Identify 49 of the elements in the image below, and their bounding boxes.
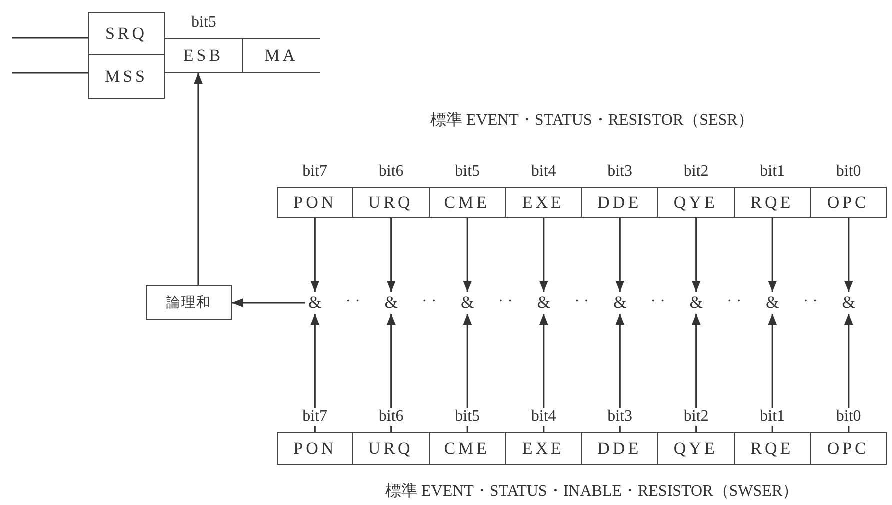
signal-line [12, 72, 88, 74]
register-bit: SRQ [88, 12, 165, 55]
register-bit: EXE [506, 432, 582, 465]
register-bit: URQ [353, 432, 430, 465]
bit-label: bit0 [834, 408, 864, 426]
bit-label: bit2 [682, 408, 711, 426]
arrow [539, 218, 548, 292]
register-bit: MSS [88, 55, 165, 99]
bit-label: bit5 [453, 408, 482, 426]
register-bit: QYE [658, 432, 734, 465]
and-operator: & [762, 292, 783, 314]
and-operator: & [381, 292, 402, 314]
bit-label: bit6 [376, 408, 406, 426]
register-bit: ESB [165, 38, 243, 73]
and-operator: & [534, 292, 554, 314]
register-bit: EXE [506, 187, 582, 218]
register-bit: RQE [734, 187, 811, 218]
arrow [463, 218, 472, 292]
and-operator: & [838, 292, 859, 314]
and-operator: & [686, 292, 706, 314]
bit-label: bit7 [300, 408, 330, 426]
and-operator: & [458, 292, 478, 314]
bit-label: bit3 [606, 408, 635, 426]
register-bit: OPC [810, 187, 887, 218]
arrow [616, 218, 625, 292]
arrow [232, 298, 306, 308]
signal-line [12, 37, 88, 39]
register-bit: PON [277, 432, 354, 465]
register-bit: RQE [734, 432, 811, 465]
bit-label: bit1 [758, 408, 788, 426]
bit-label: bit4 [529, 408, 558, 426]
arrow [692, 218, 701, 292]
register-bit: QYE [658, 187, 734, 218]
register-bit: CME [430, 187, 506, 218]
logic-or-box: 論理和 [146, 285, 232, 320]
arrow [844, 218, 854, 292]
register-bit: CME [430, 432, 506, 465]
register-bit: PON [277, 187, 354, 218]
arrow [194, 73, 203, 285]
register-bit: MA [243, 38, 320, 73]
and-operator: & [305, 292, 326, 314]
arrow [386, 218, 396, 292]
register-bit: DDE [582, 432, 658, 465]
register-bit: DDE [582, 187, 658, 218]
register-bit: OPC [810, 432, 887, 465]
register-bit: URQ [353, 187, 430, 218]
arrow [310, 218, 320, 292]
and-operator: & [610, 292, 630, 314]
arrow [768, 218, 778, 292]
